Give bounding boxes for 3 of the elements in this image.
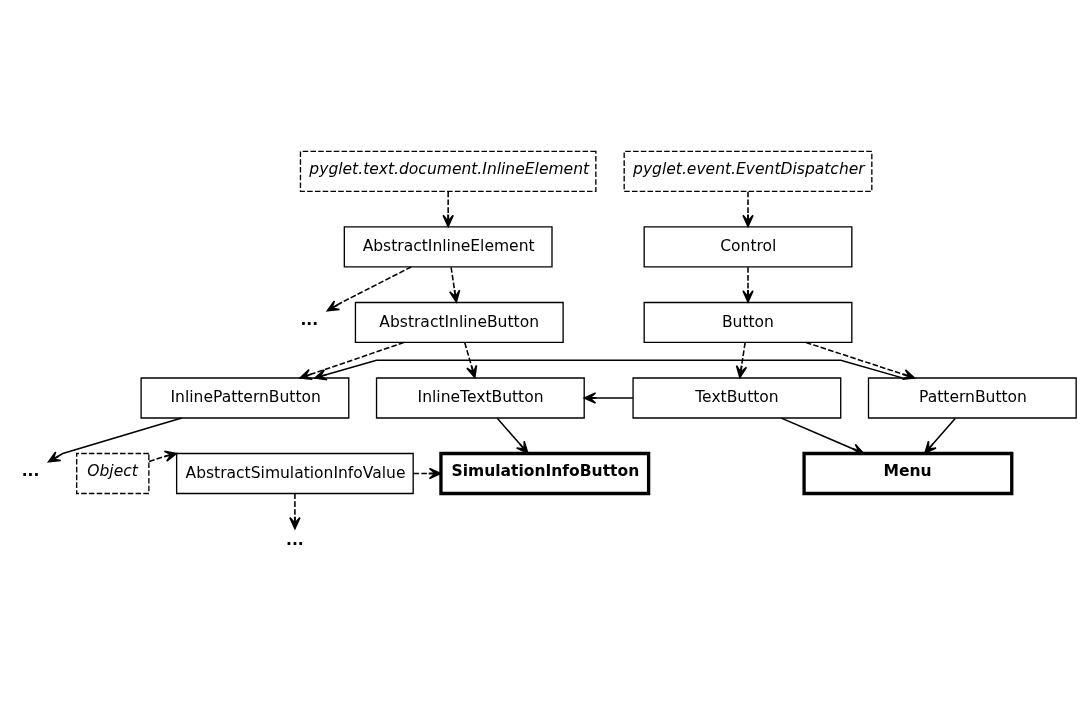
node-text: ... — [286, 530, 304, 549]
node-text: ... — [300, 311, 319, 330]
node-text: ... — [21, 462, 40, 481]
